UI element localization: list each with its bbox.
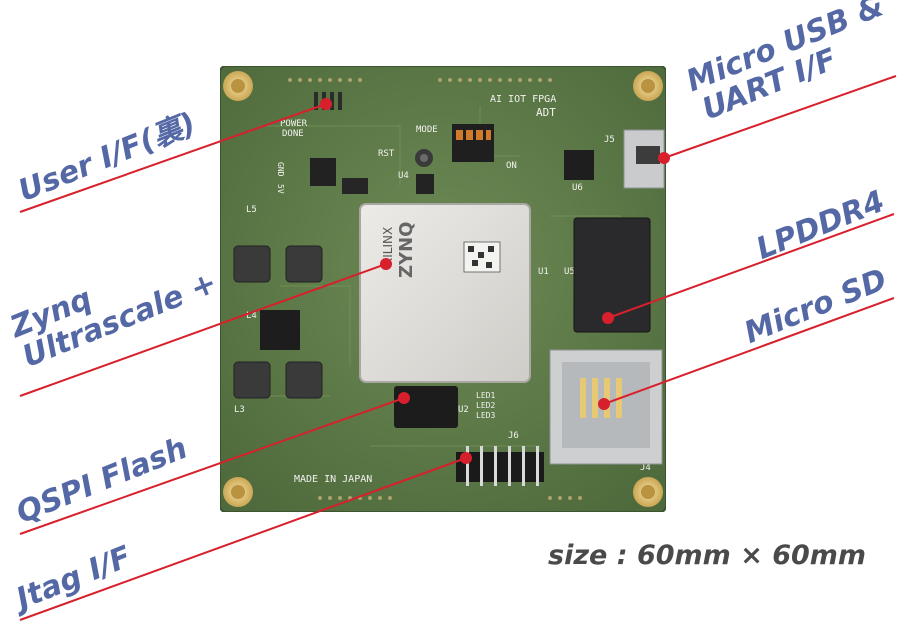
svg-text:POWER: POWER (280, 119, 308, 129)
leader-zynq (19, 263, 387, 397)
svg-text:U6: U6 (572, 183, 583, 193)
svg-text:J5: J5 (604, 135, 615, 145)
svg-text:GND: GND (276, 162, 285, 177)
leader-user-if (19, 103, 327, 213)
leader-micro-sd (603, 297, 895, 405)
svg-text:L5: L5 (246, 205, 257, 215)
svg-text:LED3: LED3 (476, 411, 495, 420)
svg-text:ZYNQ: ZYNQ (396, 222, 417, 278)
svg-text:J6: J6 (508, 431, 519, 441)
svg-text:U2: U2 (458, 405, 469, 415)
lpddr4-chip (573, 217, 651, 333)
svg-text:L4: L4 (246, 311, 257, 321)
svg-text:RST: RST (378, 149, 395, 159)
svg-text:ON: ON (506, 161, 517, 171)
svg-text:DONE: DONE (282, 129, 304, 139)
board-title: AI IOT FPGA (490, 94, 556, 105)
svg-text:U4: U4 (398, 171, 409, 181)
leader-micro-usb (663, 75, 897, 159)
svg-text:L3: L3 (234, 405, 245, 415)
made-in-label: MADE IN JAPAN (294, 474, 372, 485)
leader-qspi (19, 397, 405, 535)
svg-text:U1: U1 (538, 267, 549, 277)
svg-text:LED2: LED2 (476, 401, 495, 410)
svg-text:5V: 5V (276, 184, 285, 194)
mounting-holes (223, 71, 663, 507)
svg-text:XILINX: XILINX (381, 227, 395, 266)
svg-text:J4: J4 (640, 463, 651, 473)
qspi-flash-chip (394, 386, 458, 428)
svg-text:ADT: ADT (536, 106, 556, 119)
svg-text:LED1: LED1 (476, 391, 495, 400)
leader-lpddr4 (607, 213, 895, 319)
leader-jtag (19, 457, 467, 621)
svg-text:U5: U5 (564, 267, 575, 277)
svg-text:MODE: MODE (416, 125, 438, 135)
board-size-caption: size : 60mm × 60mm (548, 540, 867, 571)
